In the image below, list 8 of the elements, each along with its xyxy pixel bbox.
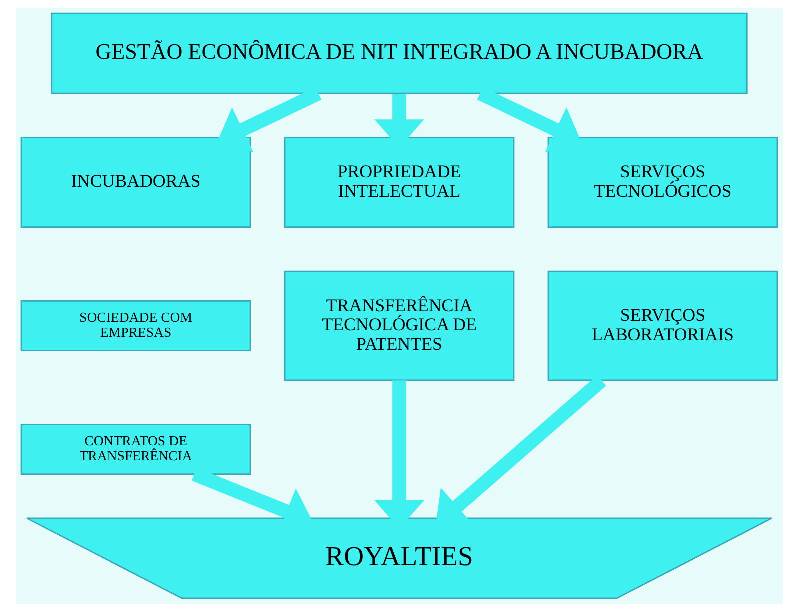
node-box: GESTÃO ECONÔMICA DE NIT INTEGRADO A INCUBADORA [50,12,748,94]
node-box: CONTRATOS DE TRANSFERÊNCIA [20,424,251,475]
node-box: TRANSFERÊNCIA TECNOLÓGICA DE PATENTES [284,270,514,382]
node-box: SOCIEDADE COM EMPRESAS [20,300,251,352]
node-box: SERVIÇOS TECNOLÓGICOS [547,137,778,228]
node-box: PROPRIEDADE INTELECTUAL [284,137,514,228]
node-box: SERVIÇOS LABORATORIAIS [547,270,778,382]
node-box: INCUBADORAS [20,137,251,228]
